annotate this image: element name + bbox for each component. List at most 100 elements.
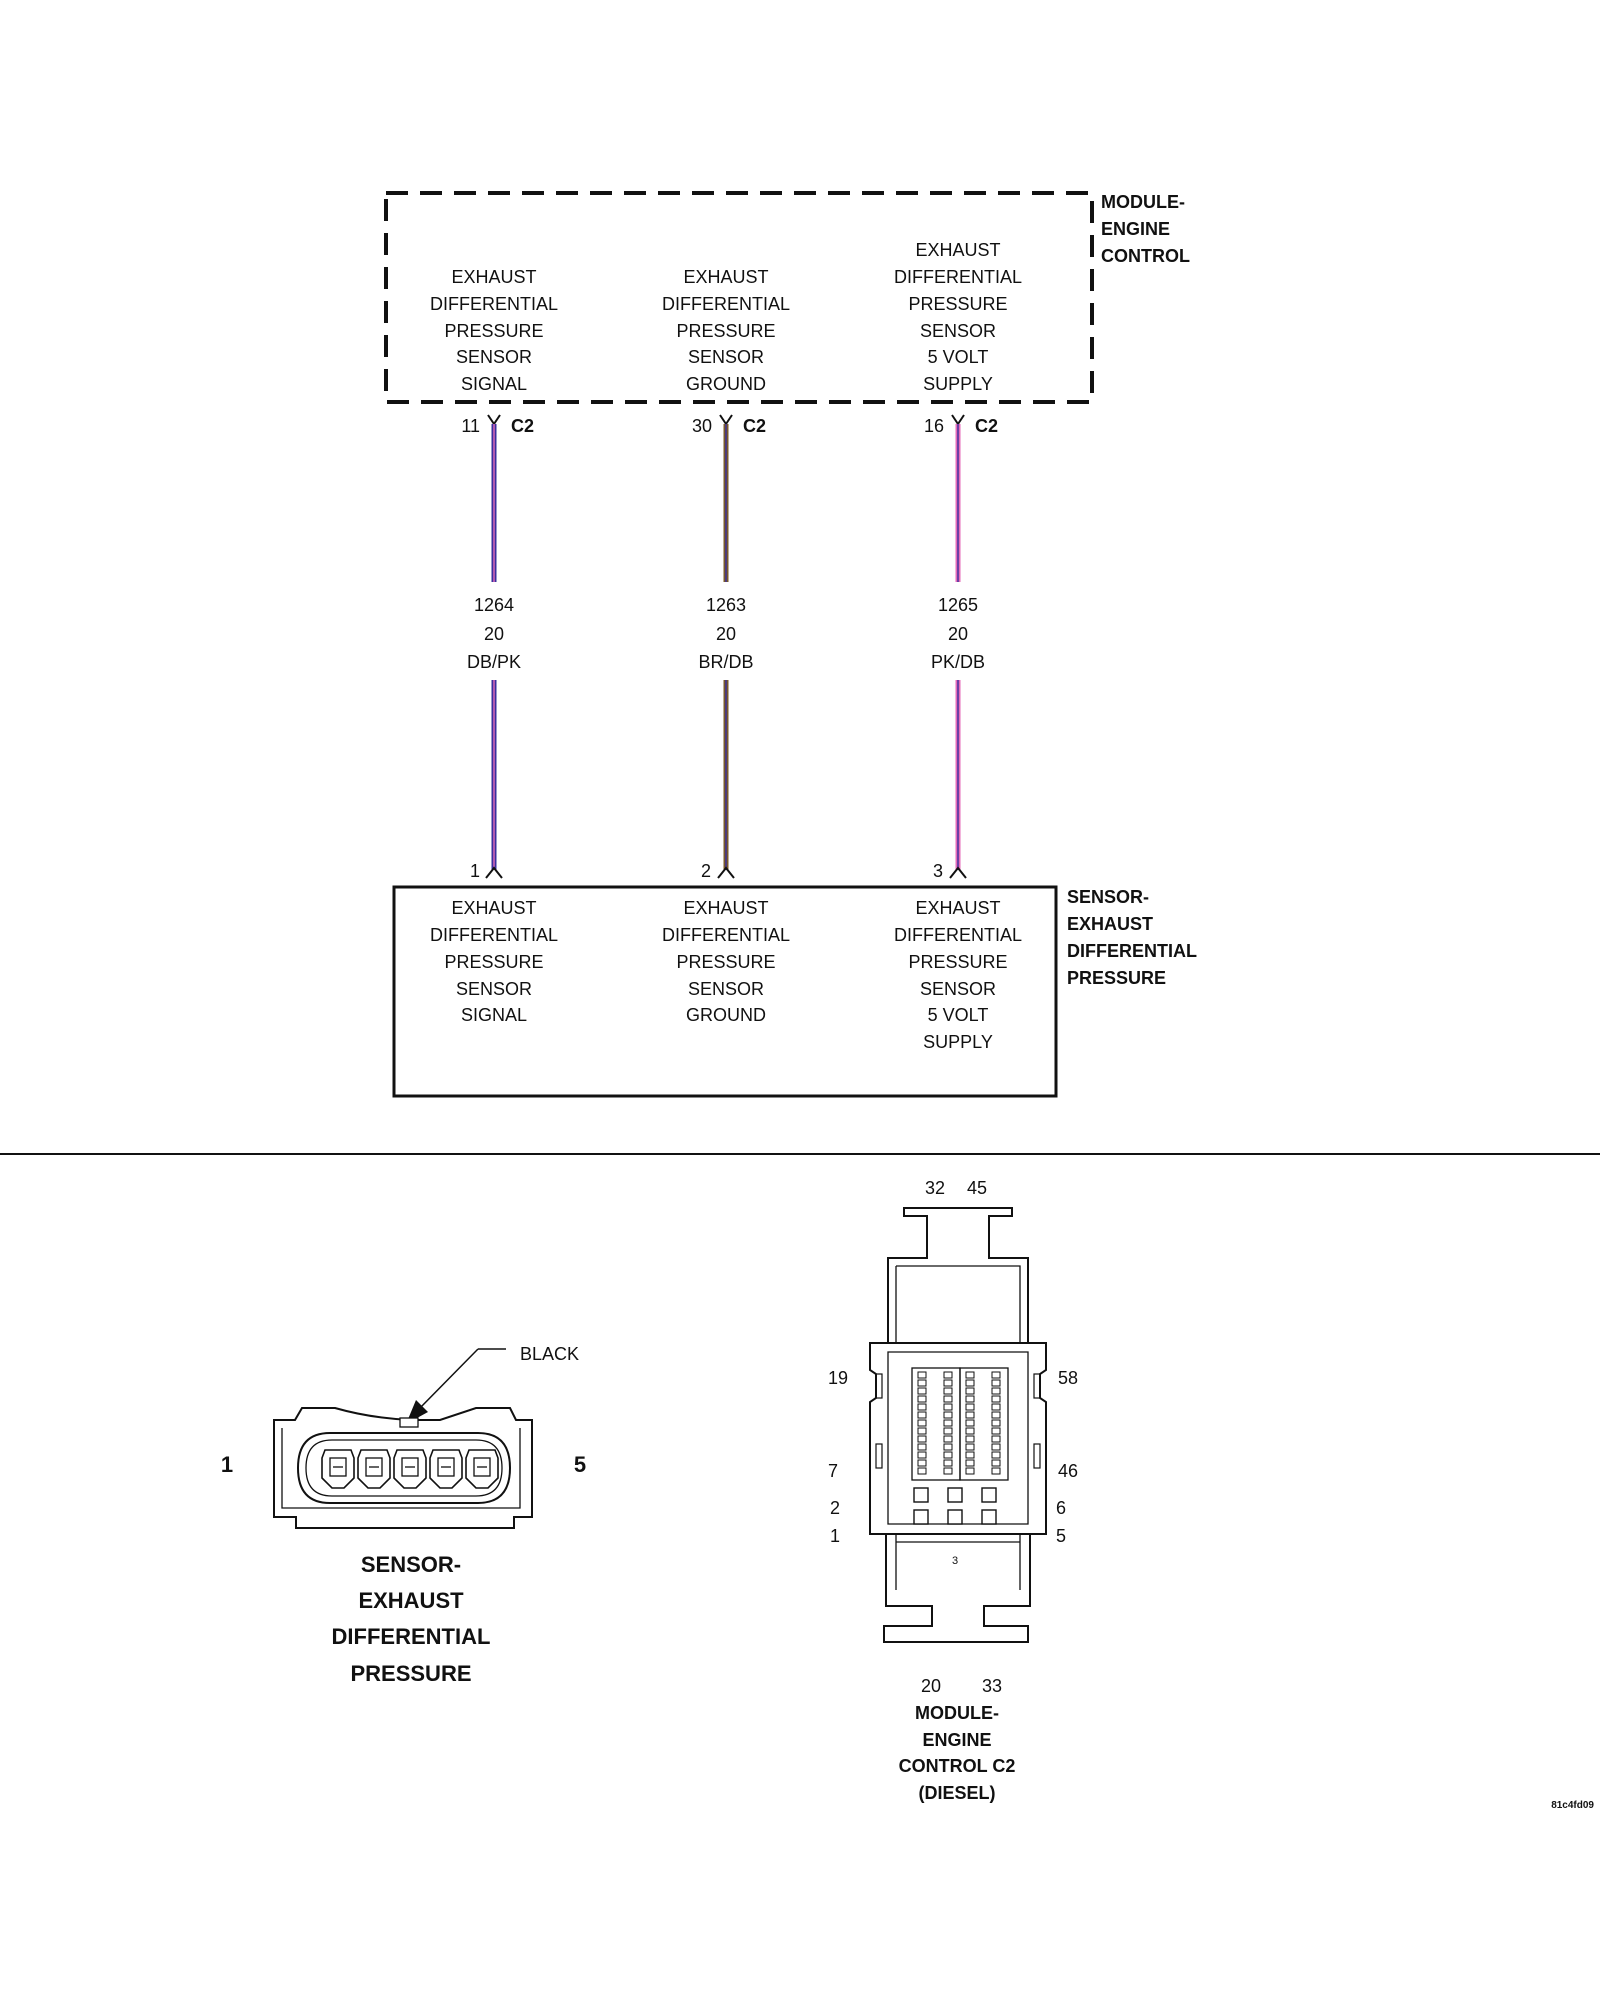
terminal-block	[959, 1367, 1009, 1481]
pin-label-right: 58	[1058, 1368, 1078, 1388]
function-text: DIFFERENTIAL	[662, 925, 790, 945]
function-text: DIFFERENTIAL	[430, 294, 558, 314]
sensor-title-line: PRESSURE	[1067, 968, 1166, 988]
figure-id: 81c4fd09	[1551, 1800, 1594, 1811]
terminal-cavity	[991, 1411, 1001, 1419]
terminal-cavity	[943, 1395, 953, 1403]
terminal-cavity	[917, 1387, 927, 1395]
function-text: EXHAUST	[683, 267, 768, 287]
pin-label-right: 5	[1056, 1526, 1066, 1546]
ecm-connector-face: 32 45 19 7 2 1 58 46 6 5 3 20 33 MODULE-…	[828, 1178, 1078, 1803]
terminal-cavity	[943, 1467, 953, 1475]
ecm-pin-number: 16	[924, 416, 944, 436]
function-text: EXHAUST	[451, 267, 536, 287]
sensor-function-supply: EXHAUST DIFFERENTIAL PRESSURE SENSOR 5 V…	[894, 898, 1022, 1052]
terminal-cavity	[943, 1403, 953, 1411]
connector-cavity-symbol	[487, 414, 501, 426]
connector-cavity-symbol	[485, 866, 503, 879]
function-text: SUPPLY	[923, 1032, 993, 1052]
terminal-row	[321, 1449, 499, 1489]
terminal-cavity	[991, 1435, 1001, 1443]
sensor-pin-number: 2	[701, 861, 711, 881]
caption-line: SENSOR-	[361, 1552, 461, 1577]
connector-shroud-inner	[305, 1439, 503, 1497]
function-text: DIFFERENTIAL	[894, 925, 1022, 945]
terminal-cavity	[917, 1379, 927, 1387]
caption-line: MODULE-	[915, 1703, 999, 1723]
connector-body-inner	[887, 1351, 1029, 1525]
terminal-cavity	[917, 1451, 927, 1459]
terminal-cavity	[991, 1387, 1001, 1395]
module-title: MODULE- ENGINE CONTROL	[1101, 192, 1190, 266]
pin-label-left: 7	[828, 1461, 838, 1481]
function-text: PRESSURE	[444, 952, 543, 972]
function-text: GROUND	[686, 374, 766, 394]
wire-color-code: PK/DB	[931, 652, 985, 672]
pin-label-top: 32	[925, 1178, 945, 1198]
module-function-ground: EXHAUST DIFFERENTIAL PRESSURE SENSOR GRO…	[662, 267, 790, 394]
pin-label-right: 46	[1058, 1461, 1078, 1481]
function-text: PRESSURE	[908, 294, 1007, 314]
terminal-cavity	[965, 1443, 975, 1451]
terminal-cavity	[321, 1449, 355, 1489]
module-title-line: MODULE-	[1101, 192, 1185, 212]
terminal-cavity	[965, 1427, 975, 1435]
terminal-cavity	[965, 1451, 975, 1459]
terminal-cavity-large	[981, 1509, 997, 1525]
function-text: GROUND	[686, 1005, 766, 1025]
terminal-cavity	[991, 1395, 1001, 1403]
terminal-cavity	[943, 1379, 953, 1387]
terminal-cavity	[943, 1411, 953, 1419]
pin-label-right: 5	[574, 1452, 586, 1477]
terminal-cavity	[991, 1427, 1001, 1435]
wire-color-code: DB/PK	[467, 652, 521, 672]
caption-line: (DIESEL)	[918, 1783, 995, 1803]
terminal-cavity	[917, 1395, 927, 1403]
terminal-cavity	[991, 1371, 1001, 1379]
sensor-pin-number: 1	[470, 861, 480, 881]
polarizing-key	[1033, 1373, 1041, 1399]
wire-1265: 16 C2 1265 20 PK/DB 3	[924, 414, 998, 881]
terminal-cavity-large	[947, 1509, 963, 1525]
terminal-cavity	[429, 1449, 463, 1489]
terminal-cavity	[965, 1435, 975, 1443]
terminal-cavity-large	[947, 1487, 963, 1503]
terminal-cavity	[965, 1419, 975, 1427]
function-text: PRESSURE	[444, 321, 543, 341]
connector-cavity-symbol	[951, 414, 965, 426]
module-title-line: ENGINE	[1101, 219, 1170, 239]
terminal-cavity	[991, 1467, 1001, 1475]
terminal-cavity	[943, 1435, 953, 1443]
function-text: EXHAUST	[683, 898, 768, 918]
connector-body	[869, 1342, 1047, 1535]
terminal-cavity	[991, 1459, 1001, 1467]
pin-label-left: 19	[828, 1368, 848, 1388]
module-title-line: CONTROL	[1101, 246, 1190, 266]
pin-label-left: 1	[221, 1452, 233, 1477]
connector-id: C2	[975, 416, 998, 436]
circuit-number: 1263	[706, 595, 746, 615]
terminal-cavity	[393, 1449, 427, 1489]
terminal-cavity	[917, 1427, 927, 1435]
wire-color-code: BR/DB	[698, 652, 753, 672]
terminal-cavity	[965, 1459, 975, 1467]
terminal-cavity	[965, 1379, 975, 1387]
pin-label-center: 3	[952, 1555, 958, 1567]
terminal-cavity	[943, 1451, 953, 1459]
terminal-cavity	[965, 1371, 975, 1379]
function-text: PRESSURE	[908, 952, 1007, 972]
module-function-signal: EXHAUST DIFFERENTIAL PRESSURE SENSOR SIG…	[430, 267, 558, 394]
terminal-cavity	[917, 1419, 927, 1427]
circuit-number: 1264	[474, 595, 514, 615]
connector-latch-top	[887, 1207, 1029, 1344]
terminal-cavity	[917, 1371, 927, 1379]
function-text: DIFFERENTIAL	[430, 925, 558, 945]
pin-label-bottom: 20	[921, 1676, 941, 1696]
terminal-cavity-large	[913, 1487, 929, 1503]
function-text: SENSOR	[920, 321, 996, 341]
function-text: SENSOR	[688, 347, 764, 367]
locking-tab	[399, 1417, 419, 1428]
terminal-cavity-large	[913, 1509, 929, 1525]
sensor-title-line: DIFFERENTIAL	[1067, 941, 1197, 961]
